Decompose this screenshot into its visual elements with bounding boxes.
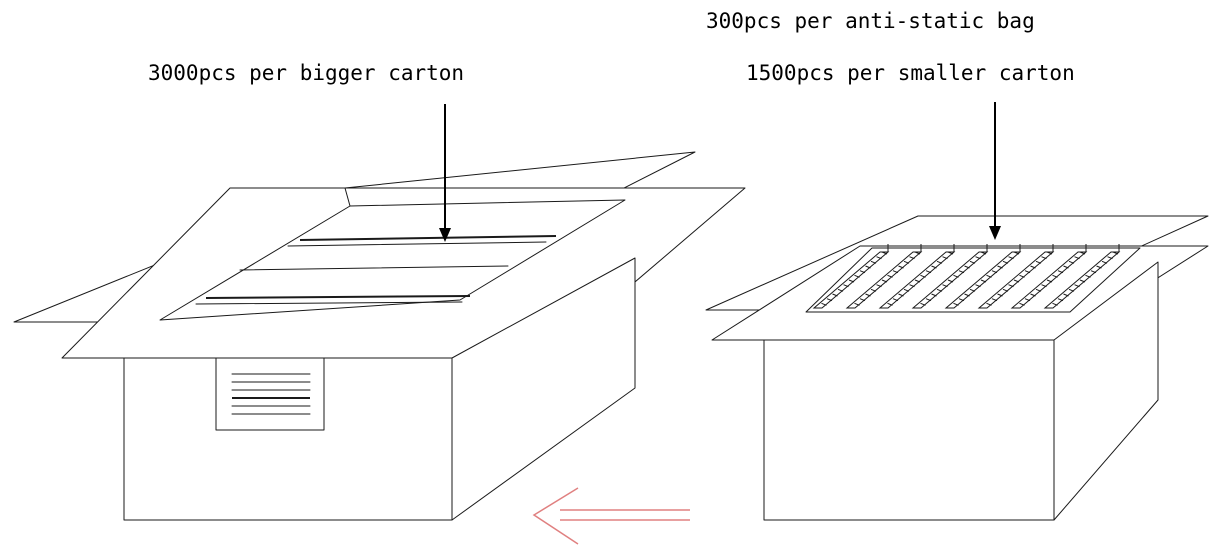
big-carton-label-plate xyxy=(215,357,325,431)
big-carton-pointer-arrow xyxy=(439,104,451,242)
big-carton-side-face xyxy=(451,257,636,521)
direction-arrow xyxy=(532,487,690,545)
reel-bag xyxy=(1043,244,1121,309)
reel-bag xyxy=(944,244,1022,309)
small-carton-front-face xyxy=(763,339,1055,521)
reel-bag xyxy=(878,244,956,309)
reel-bag xyxy=(1010,244,1088,309)
reel-bag xyxy=(812,244,890,309)
reel-bag xyxy=(911,244,989,309)
label-anti-static-bag: 300pcs per anti-static bag xyxy=(706,9,1035,33)
smaller-carton xyxy=(705,102,1209,521)
label-smaller-carton: 1500pcs per smaller carton xyxy=(746,61,1075,85)
reel-bag xyxy=(977,244,1055,309)
reel-bag xyxy=(845,244,923,309)
label-bigger-carton: 3000pcs per bigger carton xyxy=(148,61,464,85)
bigger-carton xyxy=(13,104,746,521)
small-carton-pointer-arrow xyxy=(989,102,1001,240)
anti-static-bag-reels xyxy=(812,244,1121,309)
small-carton-opening xyxy=(805,247,1141,313)
small-carton-side-face xyxy=(1053,261,1159,521)
